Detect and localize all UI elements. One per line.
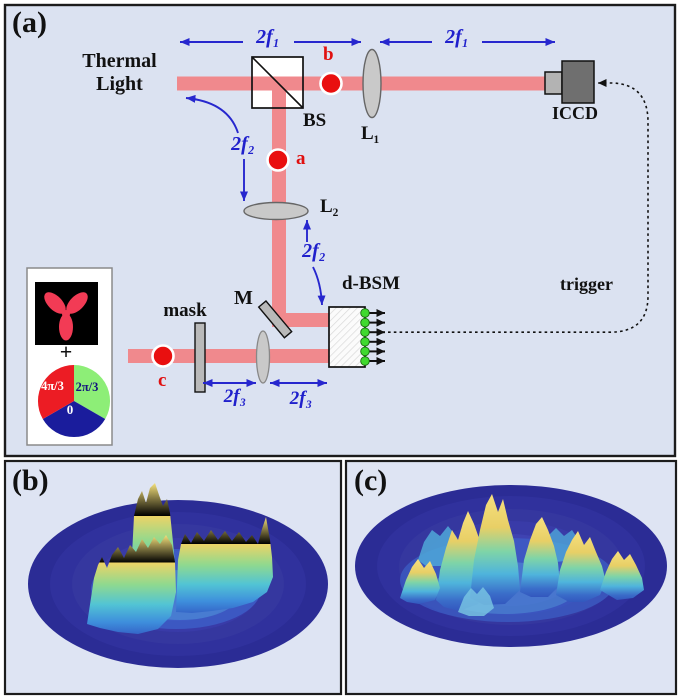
point-a-marker (266, 148, 290, 172)
panel-c-label: (c) (354, 464, 388, 497)
dbsm-output-arrows (369, 309, 385, 365)
trefoil-petal-upright (66, 292, 88, 314)
iccd-lens-mount (544, 71, 563, 95)
dim-2f2-upper-curve (185, 94, 239, 134)
surface-plot-b (28, 483, 328, 668)
lens-l1 (362, 48, 382, 119)
dbsm-label: d-BSM (341, 273, 401, 294)
panel-b-label: (b) (12, 464, 49, 497)
dist-2f3-right-label: 2f₃ (289, 388, 313, 409)
l1-label: L₁ (361, 123, 380, 144)
beamsplitter-diagonal (251, 56, 304, 109)
beamsplitter-outline (251, 56, 304, 109)
beam-elbow (272, 313, 329, 327)
trefoil-center (62, 310, 70, 318)
trigger-label: trigger (560, 274, 613, 294)
dist-2f2-upper-label: 2f₂ (231, 133, 255, 155)
l2-label: L₂ (320, 196, 339, 217)
point-b-label: b (323, 44, 334, 65)
mirror-m-label: M (234, 287, 253, 309)
pie-sector-2pi3 (74, 365, 111, 419)
lens-l2 (243, 201, 309, 221)
surface-c-mid-peak (520, 517, 560, 597)
dist-2f3-left-label: 2f₃ (223, 386, 247, 407)
iccd-camera-body (561, 60, 595, 104)
dist-2f1-left-label: 2f₁ (256, 26, 280, 48)
surface-b-left-arm (87, 535, 176, 634)
surface-c-front-mound (458, 587, 494, 616)
dbsm-box (328, 306, 366, 368)
dist-2f2-lower-label: 2f₂ (302, 240, 326, 262)
trefoil-petal-upleft (44, 292, 66, 314)
surface-c-center-peak (470, 494, 520, 605)
surface-plot-c (355, 485, 667, 647)
trigger-line (388, 79, 649, 333)
dist-2f1-right-label: 2f₁ (445, 26, 469, 48)
surface-b-right-arm (176, 517, 273, 613)
iccd-label: ICCD (551, 103, 598, 123)
pie-sector-4pi3 (37, 365, 74, 419)
mask-label: mask (163, 300, 207, 321)
surface-c-far-right-mound (600, 551, 644, 600)
lens-l3 (255, 330, 271, 384)
bs-label: BS (303, 110, 327, 131)
beam-object-arm (128, 349, 329, 363)
pie-label-2pi3: 2π/3 (75, 380, 99, 394)
dimension-arrows (180, 38, 555, 387)
inset-plus-sign: + (59, 339, 73, 364)
phase-pie-chart (37, 365, 111, 438)
mask-plate (194, 322, 206, 393)
dim-2f2-lower-curve (312, 266, 326, 306)
point-a-label: a (296, 148, 306, 169)
point-b-marker (319, 71, 343, 96)
panel-a-label: (a) (12, 6, 47, 39)
pie-sector-0 (42, 401, 106, 438)
surface-c-left-mound (400, 559, 440, 604)
trefoil-petal-down (59, 313, 73, 341)
surface-c-right-peak (556, 531, 606, 602)
beam-main-horizontal (177, 76, 546, 91)
point-c-marker (151, 344, 175, 368)
point-c-label: c (158, 370, 167, 391)
dbsm-fiber-dots (360, 308, 370, 366)
thermal-light-label: Thermal Light (82, 49, 157, 95)
mirror-m (257, 299, 293, 339)
pie-label-0: 0 (66, 402, 74, 417)
pie-label-4pi3: 4π/3 (41, 379, 64, 393)
trefoil-mask-shape (44, 292, 88, 341)
